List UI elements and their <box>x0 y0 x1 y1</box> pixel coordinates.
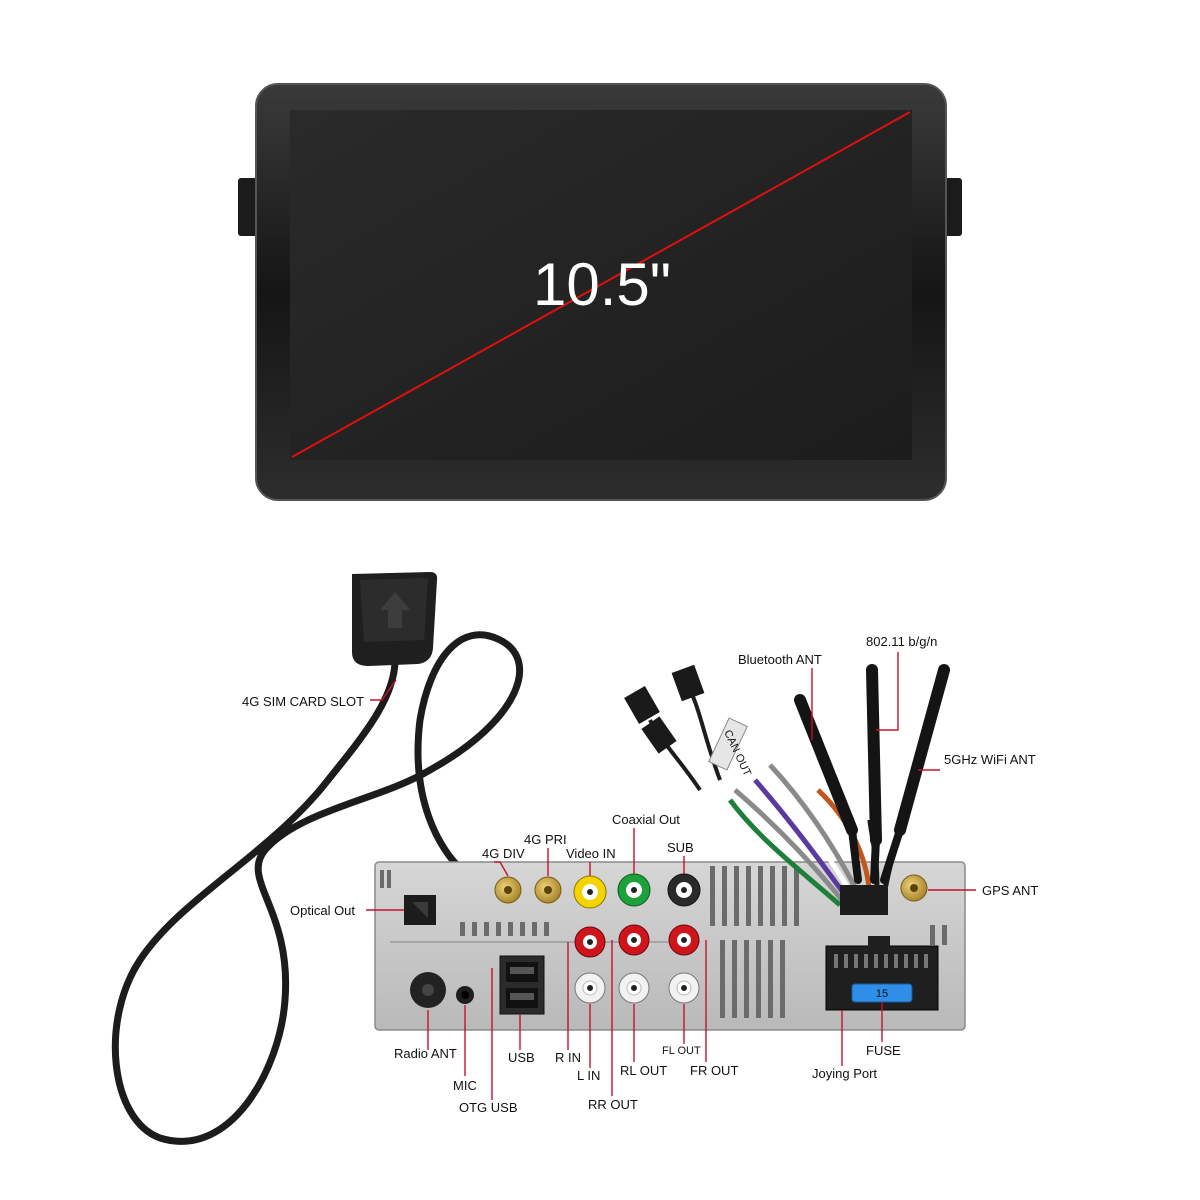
sim-card-module <box>111 572 524 1145</box>
rca-rl-out <box>618 972 650 1004</box>
label-rl-out: RL OUT <box>620 1063 667 1078</box>
label-mic: MIC <box>453 1078 477 1093</box>
rca-fl-out <box>668 972 700 1004</box>
usb-ports <box>499 955 545 1015</box>
label-fuse: FUSE <box>866 1043 901 1058</box>
leader-lines <box>366 652 976 1100</box>
rca-video-in <box>573 875 607 909</box>
label-rr-out: RR OUT <box>588 1097 638 1112</box>
antenna-4g-pri <box>534 876 562 904</box>
rca-r-in <box>574 926 606 958</box>
gps-antenna-port <box>900 874 928 902</box>
label-4g-pri: 4G PRI <box>524 832 567 847</box>
head-unit-screen: 10.5" <box>238 83 962 501</box>
fuse-value: 15 <box>876 988 888 1000</box>
label-fl-out: FL OUT <box>662 1045 701 1057</box>
optical-out-port <box>404 895 436 925</box>
rca-l-in <box>574 972 606 1004</box>
rca-fr-out <box>668 924 700 956</box>
label-optical-out: Optical Out <box>290 903 355 918</box>
sim-cable <box>111 631 524 1145</box>
label-4g-div: 4G DIV <box>482 846 525 861</box>
label-fr-out: FR OUT <box>690 1063 738 1078</box>
rca-sub <box>667 873 701 907</box>
label-bluetooth-ant: Bluetooth ANT <box>738 652 822 667</box>
antenna-cables <box>794 664 950 884</box>
fuse: 15 <box>851 983 913 1003</box>
screen-size-label: 10.5" <box>533 251 671 318</box>
label-sub: SUB <box>667 840 694 855</box>
label-wifi-24: 802.11 b/g/n <box>866 634 937 649</box>
vent-slots <box>380 866 947 1018</box>
label-l-in: L IN <box>577 1068 600 1083</box>
port-labels: 4G SIM CARD SLOT Optical Out 4G DIV 4G P… <box>242 634 1038 1115</box>
can-out-connectors: CAN OUT <box>624 664 753 792</box>
rca-rr-out <box>618 924 650 956</box>
label-video-in: Video IN <box>566 846 616 861</box>
label-wifi-5: 5GHz WiFi ANT <box>944 752 1036 767</box>
label-r-in: R IN <box>555 1050 581 1065</box>
label-radio-ant: Radio ANT <box>394 1046 457 1061</box>
label-coaxial-out: Coaxial Out <box>612 812 680 827</box>
diagonal-line <box>291 111 911 458</box>
antenna-4g-div <box>494 876 522 904</box>
label-joying-port: Joying Port <box>812 1066 877 1081</box>
label-otg-usb: OTG USB <box>459 1100 518 1115</box>
label-sim-slot: 4G SIM CARD SLOT <box>242 694 364 709</box>
rca-coaxial-out <box>617 873 651 907</box>
mic-port <box>456 986 474 1004</box>
arrow-icon <box>380 592 410 628</box>
label-gps-ant: GPS ANT <box>982 883 1038 898</box>
label-usb: USB <box>508 1050 535 1065</box>
radio-antenna-port <box>410 972 446 1008</box>
